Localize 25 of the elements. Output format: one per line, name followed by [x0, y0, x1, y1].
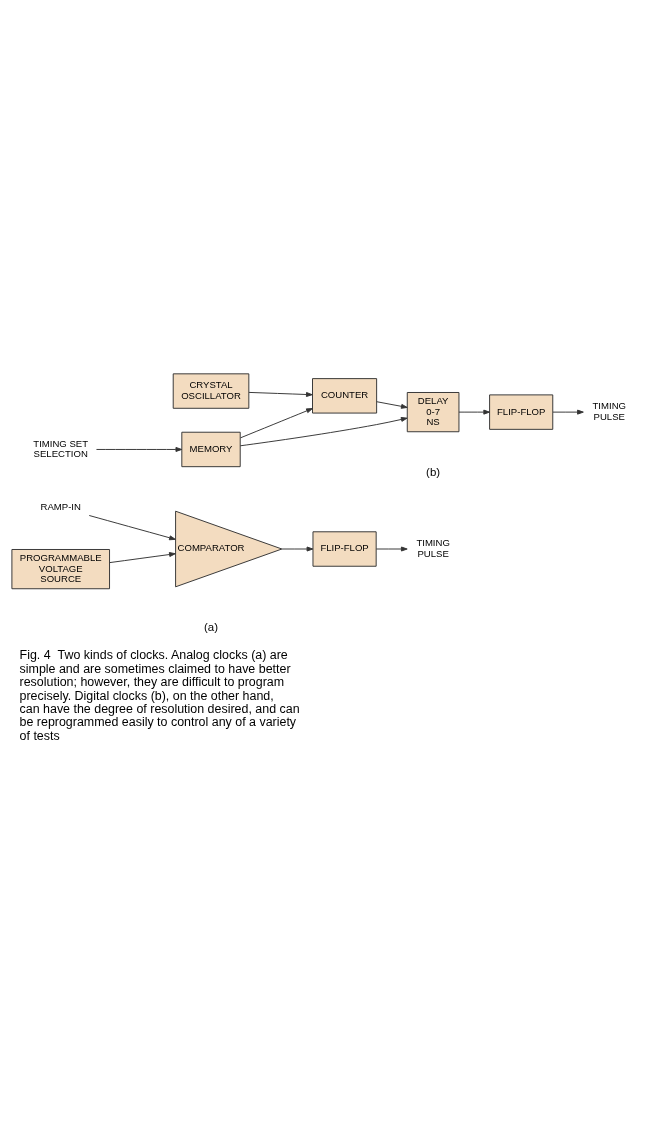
caption: Fig. 4 Two kinds of clocks. Analog clocks (a) are simple and are sometimes claimed to have better resolution; however, they are difficult to program precisely. Digital clocks (b), on the other hand, can have the degree of resolution desired, and can be reprogrammed easily to control any of a variety of tests — [19, 648, 300, 743]
node-box: MEMORY — [181, 431, 241, 468]
arrow — [376, 401, 408, 409]
arrow — [95, 446, 183, 452]
label: (b) — [426, 466, 441, 479]
node-box: DELAY 0-7 NS — [406, 392, 460, 433]
node-box: FLIP-FLOP — [312, 531, 377, 567]
arrow — [281, 546, 314, 552]
label: (a) — [204, 621, 219, 634]
arrow — [239, 416, 408, 447]
arrow — [248, 391, 313, 397]
node-text: TIMING PULSE — [592, 400, 626, 422]
node-box: COUNTER — [312, 378, 378, 414]
node-box: FLIP-FLOP — [489, 394, 554, 430]
node-box: PROGRAMMABLE VOLTAGE SOURCE — [11, 549, 111, 590]
arrow — [109, 552, 176, 564]
arrow — [88, 515, 176, 541]
node-box: CRYSTAL OSCILLATOR — [172, 373, 250, 409]
node-text: RAMP-IN — [40, 501, 81, 513]
arrow — [375, 546, 408, 552]
arrow — [458, 409, 491, 415]
node-text: TIMING PULSE — [416, 537, 450, 559]
arrow — [552, 409, 584, 415]
arrow — [240, 408, 313, 439]
node-text: TIMING SET SELECTION — [33, 437, 89, 460]
